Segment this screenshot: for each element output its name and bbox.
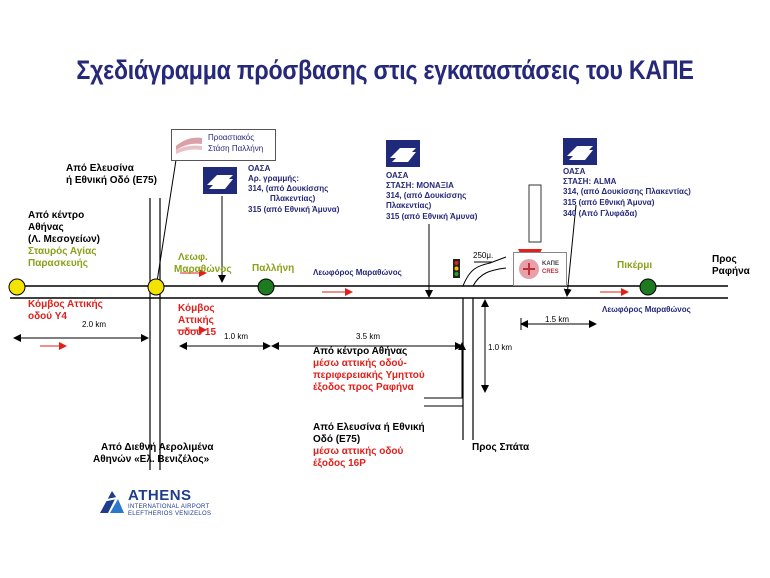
label-attiki-16p-2: έξοδος 16Ρ	[313, 458, 366, 469]
label-from-elefsina-1: Από Ελευσίνα	[66, 163, 134, 174]
oasa3-line1: ΟΑΣΑ	[563, 167, 586, 176]
label-from-elefsina-b-2: Οδό (Ε75)	[313, 434, 361, 445]
airport-logo-sub1: INTERNATIONAL AIRPORT	[128, 504, 210, 510]
label-leof-marathonos-1: Λεωφ.	[178, 252, 208, 263]
label-from-center-2: Αθήνας	[28, 222, 64, 233]
node-kombos-y4	[8, 278, 26, 296]
label-pikermi: Πικέρμι	[617, 260, 653, 271]
label-dist-250m: 250μ.	[473, 251, 494, 260]
airport-logo-icon	[100, 491, 124, 513]
route-elefsina	[424, 405, 464, 440]
oasa2-line3: 314, (από Δουκίσσης	[386, 191, 467, 200]
label-dist-3-5km: 3.5 km	[356, 332, 381, 341]
label-pros-rafina-2: Ραφήνα	[712, 266, 750, 277]
oasa3-line4: 315 (από Εθνική Άμυνα)	[563, 198, 655, 207]
oasa3-line3: 314, (από Δουκίσσης Πλακεντίας)	[563, 187, 691, 196]
label-from-elefsina-b-1: Από Ελευσίνα ή Εθνική	[313, 422, 425, 433]
attiki-odos-road	[149, 159, 177, 470]
label-leof-marathonos-2: Μαραθώνος	[174, 264, 232, 275]
label-leof-marathonos-road1: Λεωφόρος Μαραθώνος	[313, 268, 402, 277]
label-from-center-3: (Λ. Μεσογείων)	[28, 234, 101, 245]
label-from-airport-1: Από Διεθνή Αερολιμένα	[101, 442, 214, 453]
kape-branch	[462, 256, 507, 287]
athens-airport-logo: ATHENS INTERNATIONAL AIRPORT ELEFTHERIOS…	[98, 487, 212, 517]
oasa1-line3: 314, (από Δουκίσσης	[248, 184, 329, 193]
label-attiki-16p-1: μέσω αττικής οδού	[313, 446, 404, 457]
oasa3-line2: ΣΤΑΣΗ: ALMA	[563, 177, 617, 186]
label-kombos-y4-1: Κόμβος Αττικής	[28, 299, 103, 310]
label-kombos-15-1: Κόμβος	[178, 303, 215, 314]
label-attiki-3: έξοδος προς Ραφήνα	[313, 382, 414, 393]
label-from-elefsina-2: ή Εθνική Οδό (Ε75)	[66, 175, 157, 186]
label-stavros-2: Παρασκευής	[28, 258, 88, 269]
label-kombos-y4-2: οδού Υ4	[28, 311, 67, 322]
oasa1-line4: Πλακεντίας)	[270, 194, 316, 203]
label-dist-1km-a: 1.0 km	[224, 332, 249, 341]
airport-logo-name: ATHENS	[128, 487, 192, 504]
label-pallini: Παλλήνη	[252, 263, 295, 274]
page-title: Σχεδιάγραμμα πρόσβασης στις εγκαταστάσει…	[76, 55, 694, 85]
label-stavros-1: Σταυρός Αγίας	[28, 246, 97, 257]
oasa-bus-icon	[386, 140, 420, 167]
node-pikermi	[639, 278, 657, 296]
kape-building	[528, 184, 542, 243]
label-attiki-2: περιφερειακής Υμηττού	[313, 370, 425, 381]
oasa2-line5: 315 (από Εθνική Άμυνα)	[386, 212, 478, 221]
label-pros-rafina-1: Προς	[712, 254, 737, 265]
label-kombos-15-3: οδού 15	[178, 327, 217, 338]
oasa1-line2: Αρ. γραμμής:	[248, 174, 299, 183]
label-from-center-1: Από κέντρο	[28, 210, 85, 221]
label-dist-1km-b: 1.0 km	[488, 343, 513, 352]
oasa1-line1: ΟΑΣΑ	[248, 164, 271, 173]
oasa2-line4: Πλακεντίας)	[386, 201, 432, 210]
airport-logo-sub2: ELEFTHERIOS VENIZELOS	[128, 511, 212, 517]
kape-logo-text: ΚΑΠΕ	[542, 261, 560, 267]
spata-road	[462, 298, 474, 440]
label-kombos-15-2: Αττικής	[178, 315, 214, 326]
main-road	[10, 285, 728, 299]
traffic-light-icon	[453, 259, 460, 278]
label-from-airport-2: Αθηνών «Ελ. Βενιζέλος»	[93, 454, 210, 465]
route-center	[424, 343, 463, 399]
kape-logo-sub: CRES	[542, 269, 559, 275]
node-kombos-15	[147, 278, 165, 296]
label-dist-2km: 2.0 km	[82, 320, 107, 329]
train-line2: Στάση Παλλήνη	[208, 144, 264, 153]
label-attiki-1: μέσω αττικής οδού-	[313, 358, 407, 369]
oasa-bus-icon	[563, 138, 597, 165]
node-pallini	[257, 278, 275, 296]
oasa-bus-icon	[203, 167, 237, 194]
train-icon	[174, 132, 204, 156]
oasa1-line5: 315 (από Εθνική Άμυνα)	[248, 205, 340, 214]
oasa3-pointer	[563, 204, 577, 297]
label-pros-spata: Προς Σπάτα	[472, 442, 530, 453]
label-dist-1-5km: 1.5 km	[545, 315, 570, 324]
oasa3-line5: 340 (Από Γλυφάδα)	[563, 209, 638, 218]
label-from-center-attiki: Από κέντρο Αθήνας	[313, 346, 408, 357]
oasa2-line2: ΣΤΑΣΗ: ΜΟΝΑΞΙΑ	[386, 181, 454, 190]
kape-logo: ΚΑΠΕ CRES	[513, 252, 567, 286]
suburban-rail-box: Προαστιακός Στάση Παλλήνη	[171, 129, 276, 161]
label-leof-marathonos-road2: Λεωφόρος Μαραθώνος	[602, 305, 691, 314]
oasa2-line1: ΟΑΣΑ	[386, 171, 409, 180]
train-line1: Προαστιακός	[208, 133, 255, 142]
